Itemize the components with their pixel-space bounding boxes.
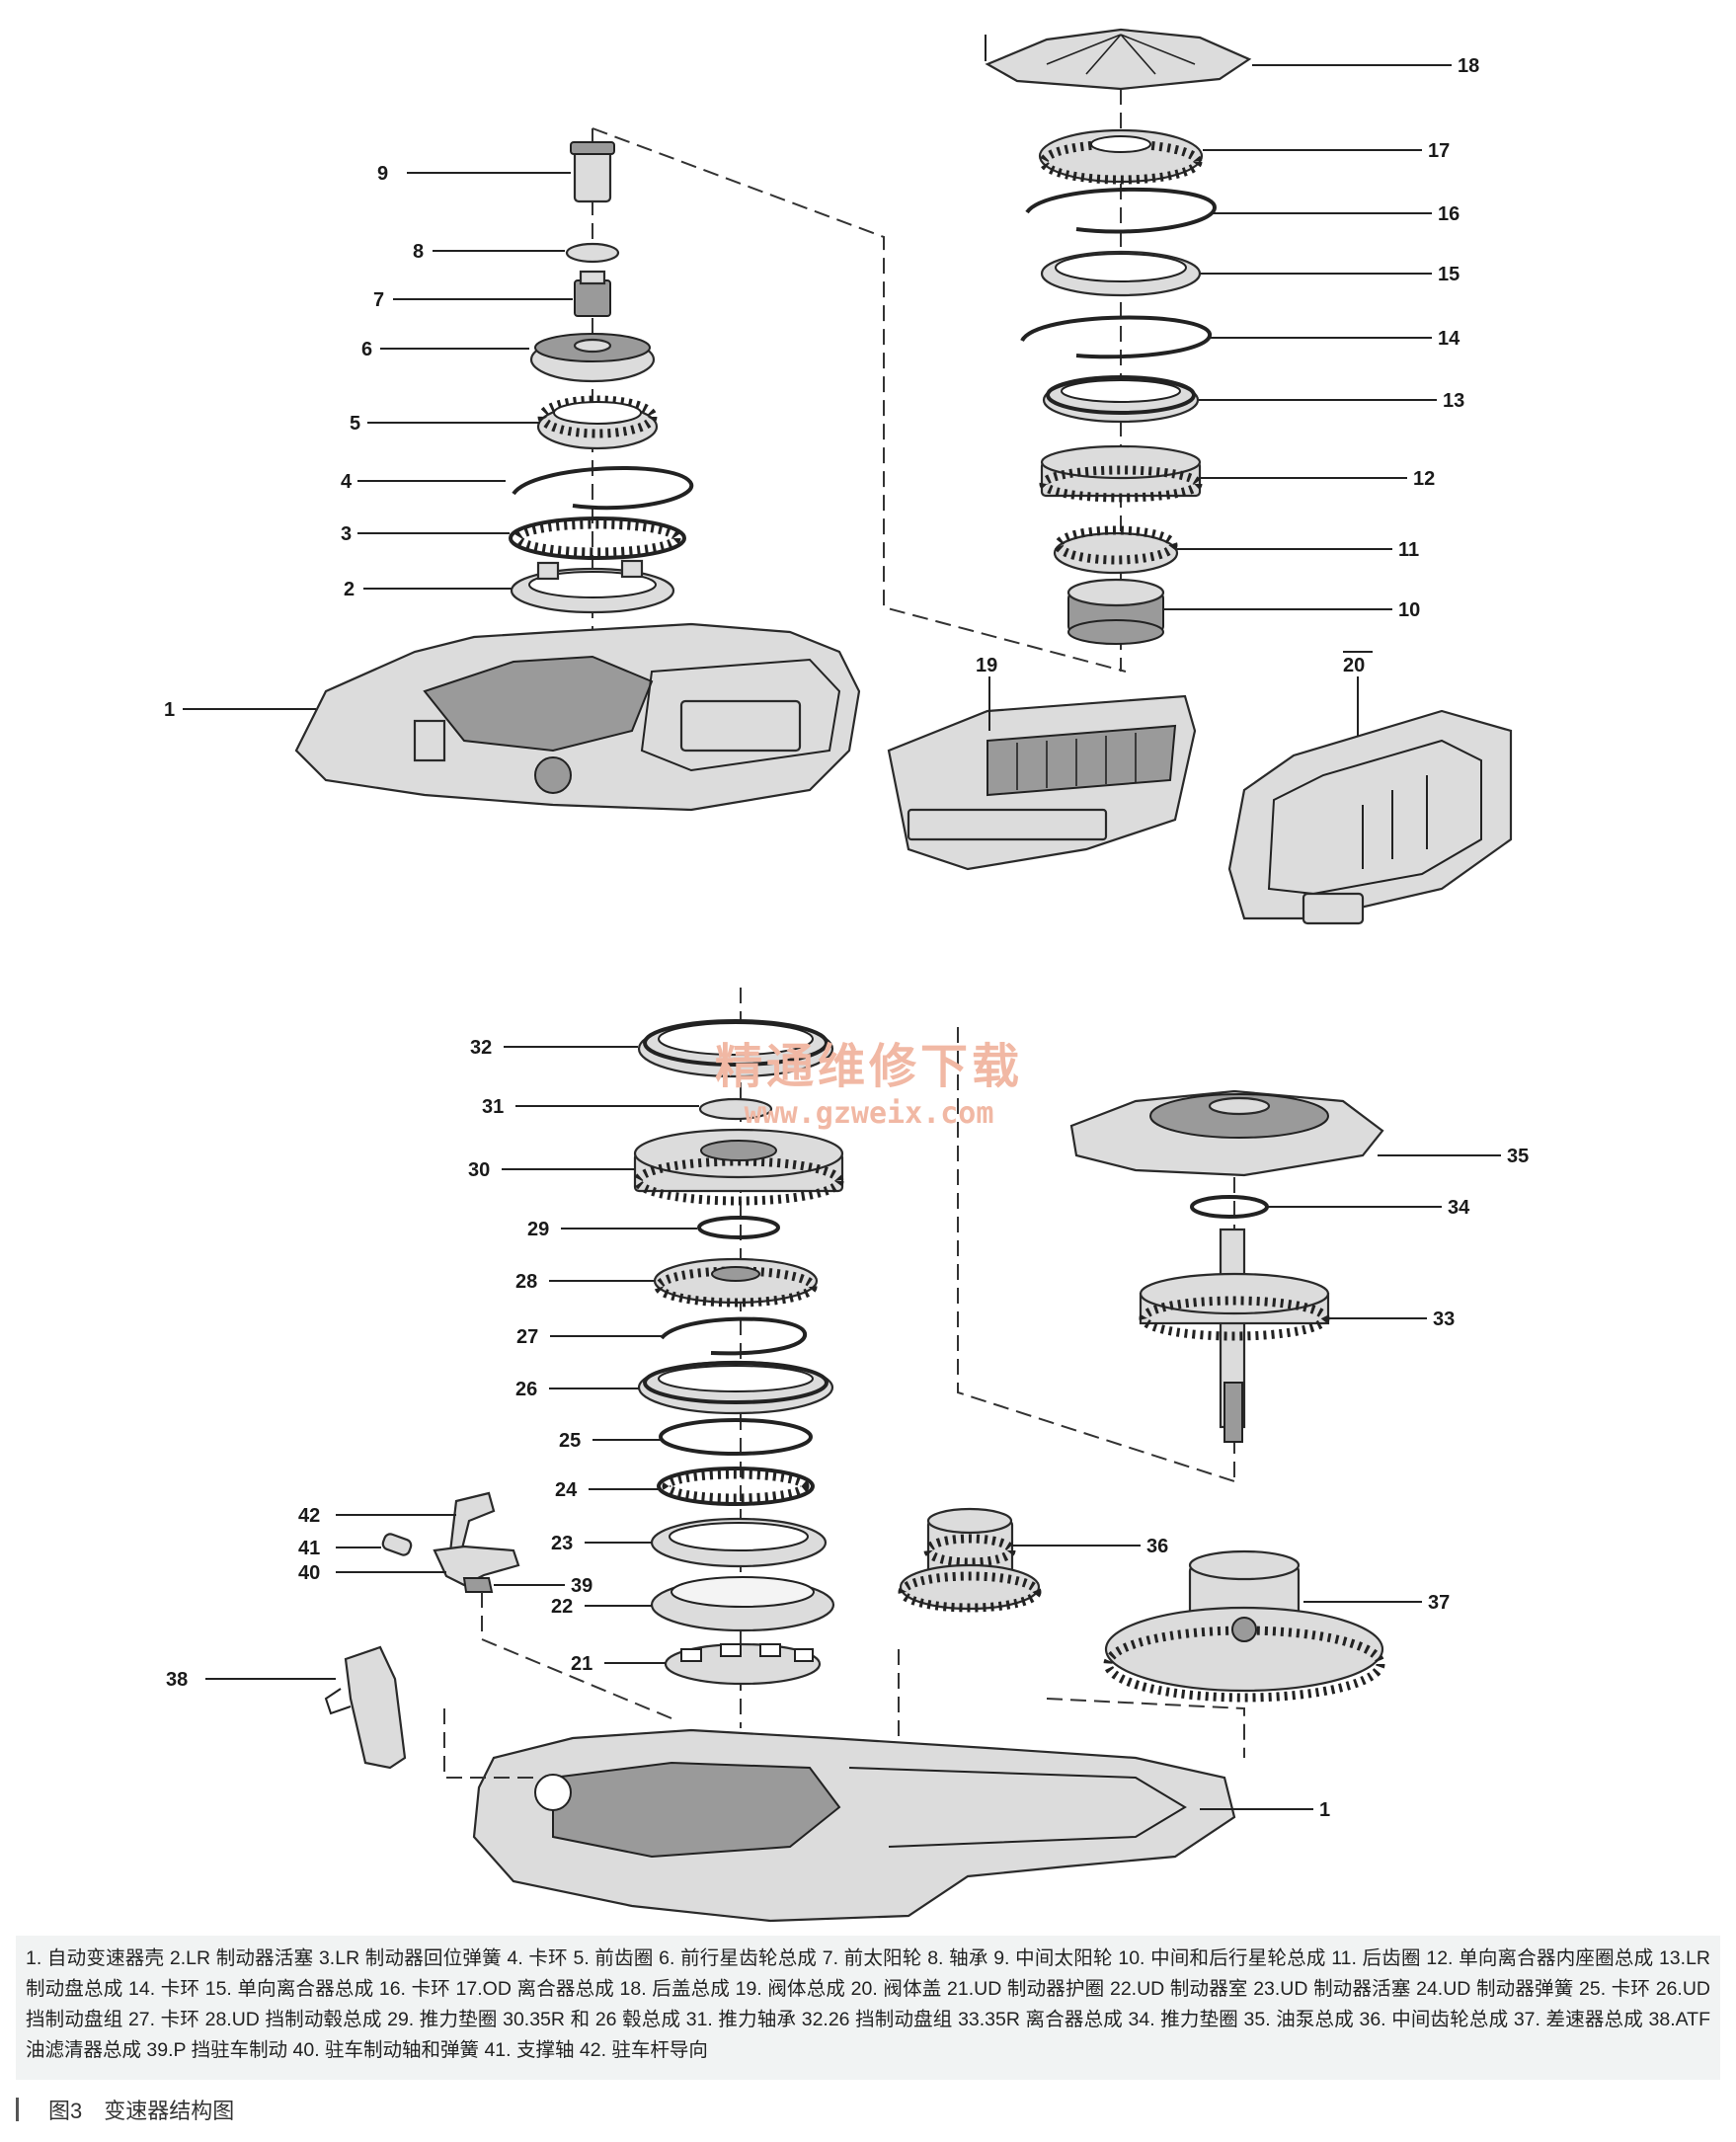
part-17-od-clutch: [1038, 128, 1204, 185]
part-23-ud-brake-piston: [650, 1517, 828, 1568]
part-19-valve-body: [887, 694, 1197, 871]
callout-38: 38: [166, 1669, 188, 1691]
callout-32: 32: [470, 1037, 492, 1059]
exploded-diagram: 9 8 7 6 5 4 3 2 1 18 17 16 15 14 13 12 1…: [164, 28, 1529, 1923]
callout-19: 19: [976, 655, 997, 676]
callout-18: 18: [1458, 55, 1479, 77]
callout-31: 31: [482, 1096, 504, 1118]
part-18-rear-cover: [985, 28, 1252, 91]
callout-33: 33: [1433, 1309, 1455, 1330]
callout-16: 16: [1438, 203, 1460, 225]
callout-42: 42: [298, 1505, 320, 1527]
callout-20: 20: [1343, 655, 1365, 676]
callout-14: 14: [1438, 328, 1460, 350]
part-38-atf-filter: [324, 1645, 407, 1770]
callout-8: 8: [413, 241, 424, 263]
part-37-differential: [1103, 1549, 1385, 1703]
part-15-one-way-clutch: [1040, 250, 1202, 297]
part-34-thrust-washer: [1190, 1195, 1269, 1219]
callout-36: 36: [1146, 1536, 1168, 1557]
caption-text: 图3 变速器结构图: [48, 2099, 235, 2123]
part-1-transmission-case-top: [294, 622, 861, 812]
right-assembly: [1069, 1089, 1384, 1481]
part-29-thrust-washer: [697, 1216, 780, 1239]
top-right-stack: [985, 28, 1252, 672]
callout-26: 26: [515, 1379, 537, 1400]
parking-parts: [381, 1491, 672, 1719]
callout-40: 40: [298, 1562, 320, 1584]
parts-legend: 1. 自动变速器壳 2.LR 制动器活塞 3.LR 制动器回位弹簧 4. 卡环 …: [26, 1947, 1710, 2061]
part-4-snap-ring: [512, 466, 694, 511]
part-11-rear-ring-gear: [1053, 525, 1179, 575]
bottom-center-stack: [633, 988, 844, 1728]
callout-17: 17: [1428, 140, 1450, 162]
leaders: [183, 64, 1501, 1810]
part-2-lr-brake-piston: [510, 559, 675, 614]
figure-caption: 图3 变速器结构图: [16, 2092, 234, 2127]
caption-bar: [16, 2098, 19, 2121]
part-25-snap-ring: [659, 1418, 813, 1456]
part-20-valve-body-cover: [1227, 651, 1513, 925]
top-left-stack: [294, 128, 861, 812]
callout-27: 27: [516, 1326, 538, 1348]
callout-30: 30: [468, 1159, 490, 1181]
part-1-transmission-case-bottom: [443, 1649, 1245, 1923]
callout-22: 22: [551, 1596, 573, 1618]
part-14-snap-ring: [1020, 315, 1212, 359]
part-12-inner-race: [1039, 444, 1203, 503]
callout-1-bottom: 1: [1319, 1799, 1330, 1821]
callout-3: 3: [341, 523, 352, 545]
part-21-ud-brake-retainer: [664, 1642, 822, 1686]
callout-11: 11: [1398, 539, 1419, 561]
part-40-parking-shaft-spring: [433, 1545, 520, 1587]
part-39-p-park-brake: [462, 1577, 494, 1593]
part-8-bearing: [565, 242, 620, 264]
callout-25: 25: [559, 1430, 581, 1452]
part-27-snap-ring: [660, 1316, 807, 1356]
part-26-ud-brake-disc-pack: [637, 1360, 834, 1415]
callout-7: 7: [373, 289, 384, 311]
callout-2: 2: [344, 579, 355, 600]
callout-37: 37: [1428, 1592, 1450, 1614]
callout-29: 29: [527, 1219, 549, 1240]
callout-23: 23: [551, 1533, 573, 1554]
part-35-oil-pump: [1069, 1089, 1384, 1177]
part-3-lr-return-spring: [509, 516, 686, 560]
part-41-support-shaft: [381, 1533, 413, 1556]
part-9-middle-sun-gear: [570, 141, 615, 203]
part-32-26-brake-disc-pack: [637, 1019, 834, 1078]
callout-21: 21: [571, 1653, 592, 1675]
part-16-snap-ring: [1025, 187, 1218, 234]
part-6-front-planet-carrier: [529, 333, 656, 383]
legend-box: 1. 自动变速器壳 2.LR 制动器活塞 3.LR 制动器回位弹簧 4. 卡环 …: [16, 1936, 1720, 2080]
callout-13: 13: [1443, 390, 1464, 412]
part-13-lr-brake-disc: [1042, 375, 1200, 424]
callout-6: 6: [361, 339, 372, 360]
callout-9: 9: [377, 163, 388, 185]
callout-28: 28: [515, 1271, 537, 1293]
callout-1-top: 1: [164, 699, 175, 721]
callout-24: 24: [555, 1479, 578, 1501]
callout-12: 12: [1413, 468, 1435, 490]
part-31-thrust-bearing: [698, 1097, 773, 1121]
callout-34: 34: [1448, 1197, 1470, 1219]
callout-10: 10: [1398, 599, 1420, 621]
part-5-front-ring-gear: [536, 395, 659, 450]
callout-35: 35: [1507, 1146, 1529, 1167]
part-28-ud-drum: [653, 1257, 819, 1308]
callout-4: 4: [341, 471, 353, 493]
part-22-ud-brake-chamber: [650, 1576, 835, 1632]
callout-41: 41: [298, 1538, 320, 1559]
part-10-middle-rear-planet-carrier: [1066, 578, 1165, 645]
part-7-front-sun-gear: [574, 270, 611, 317]
part-33-35r-clutch: [1139, 1228, 1330, 1443]
callout-15: 15: [1438, 264, 1460, 285]
part-36-intermediate-gear: [898, 1507, 1042, 1613]
part-24-ud-brake-spring: [657, 1467, 815, 1506]
part-30-35r-26-hub: [633, 1128, 844, 1206]
callout-39: 39: [571, 1575, 592, 1597]
callout-5: 5: [350, 413, 360, 435]
callout-labels: 9 8 7 6 5 4 3 2 1 18 17 16 15 14 13 12 1…: [164, 55, 1529, 1821]
